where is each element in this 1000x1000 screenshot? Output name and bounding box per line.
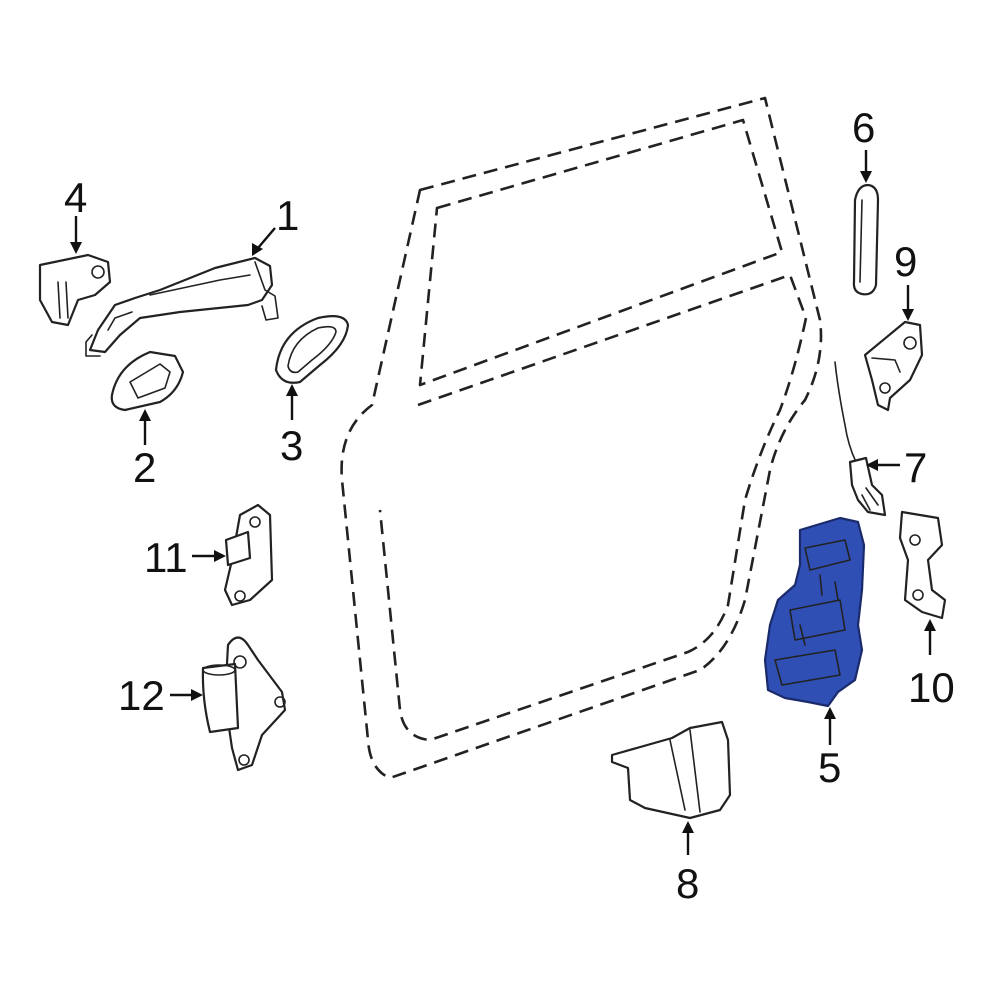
callout-1: 1	[276, 192, 299, 239]
handle-pad	[110, 350, 185, 412]
door-striker	[863, 320, 924, 412]
door-lock-actuator-body	[763, 516, 866, 708]
callout-12: 12	[118, 672, 165, 719]
callout-6: 6	[852, 104, 875, 151]
door-lock-actuator	[763, 516, 866, 708]
outside-door-handle	[85, 256, 279, 357]
callout-5: 5	[818, 744, 841, 791]
callout-8: 8	[676, 860, 699, 907]
handle-cover	[852, 183, 880, 296]
callout-7: 7	[904, 444, 927, 491]
callout-labels: 1 2 3 4 5 6 7 8 9 10 11 12	[64, 104, 955, 907]
callout-arrows	[70, 150, 936, 855]
upper-hinge	[223, 503, 274, 607]
handle-cap	[38, 253, 112, 327]
callout-4: 4	[64, 174, 87, 221]
handle-gasket	[274, 315, 350, 384]
callout-3: 3	[280, 422, 303, 469]
callout-10: 10	[908, 664, 955, 711]
callout-11: 11	[144, 534, 188, 581]
striker-plate	[898, 510, 947, 620]
lower-hinge	[201, 636, 287, 772]
lock-cover-shield	[610, 720, 732, 820]
callout-9: 9	[894, 238, 917, 285]
lock-rod	[834, 361, 887, 517]
rear-door-outline	[340, 96, 823, 780]
callout-2: 2	[133, 444, 156, 491]
